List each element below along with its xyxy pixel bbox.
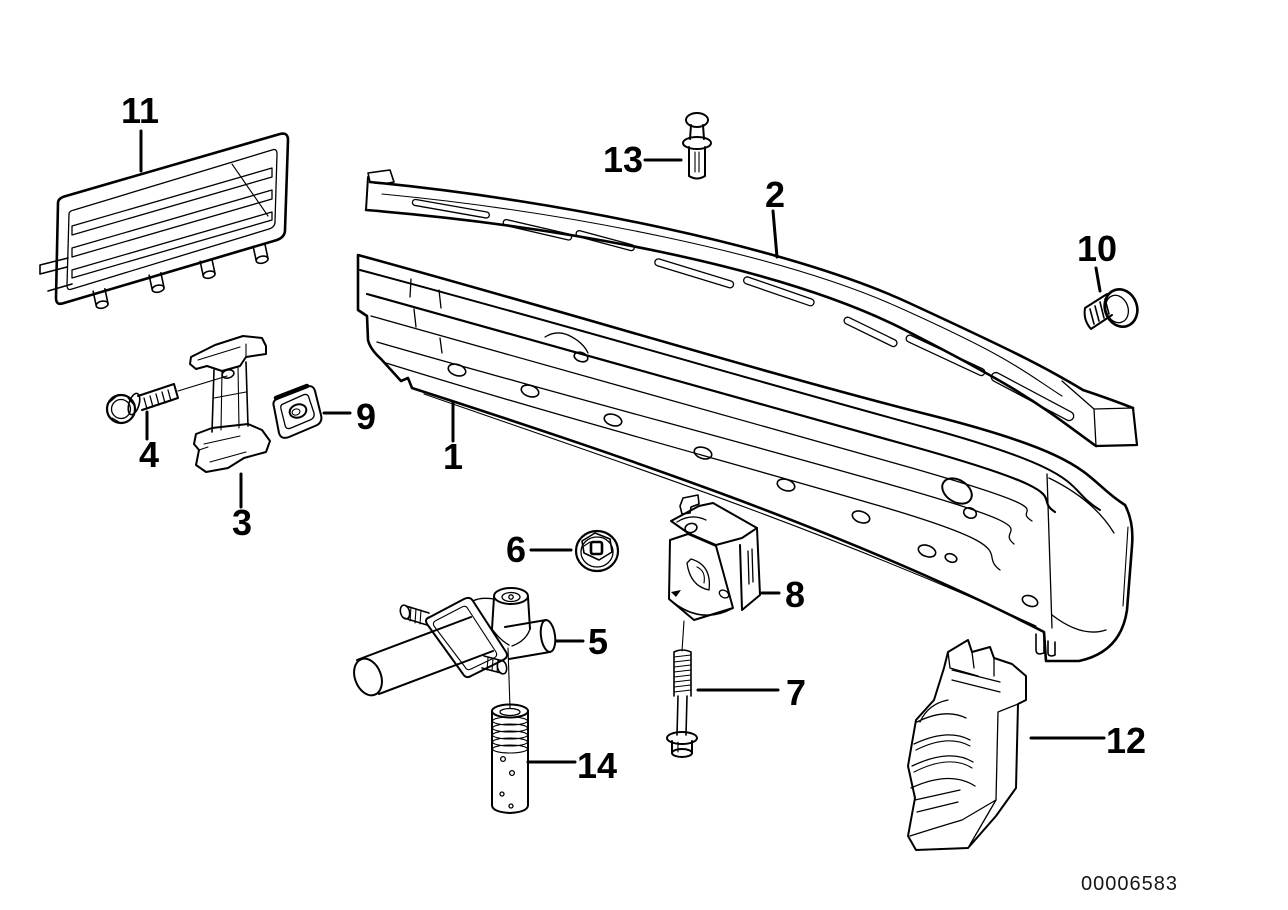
grille-peg: [199, 257, 216, 280]
part-1-bumper-carrier: [356, 253, 1134, 663]
callout-label-13: 13: [603, 139, 643, 180]
callout-label-11: 11: [121, 90, 159, 131]
assembly-line-8-7: [681, 620, 685, 652]
grille-peg: [252, 242, 269, 265]
part-6-flange-nut: [574, 529, 620, 573]
callout-label-3: 3: [232, 502, 252, 543]
carrier-end-cap: [1035, 473, 1129, 657]
callout-label-4: 4: [139, 434, 159, 475]
callout-label-1: 1: [443, 436, 463, 477]
part-12-support-bracket: [907, 639, 1027, 851]
callout-label-6: 6: [506, 529, 526, 570]
part-13-rivet: [682, 112, 712, 180]
grille-peg: [148, 271, 165, 294]
assembly-line-5-14: [507, 647, 511, 709]
strip-slots: [411, 198, 1075, 422]
part-5-shock-absorber: [353, 587, 557, 697]
callout-label-14: 14: [577, 745, 617, 786]
callout-leader-lines: [139, 129, 1106, 764]
part-3-bracket: [189, 335, 271, 473]
part-10-screw: [1083, 288, 1139, 330]
drawing-number: 00006583: [1081, 873, 1178, 895]
callout-label-5: 5: [588, 621, 608, 662]
leader-10: [1094, 266, 1102, 293]
callout-label-7: 7: [786, 672, 806, 713]
part-8-bracket: [668, 494, 761, 621]
part-2-impact-strip: [364, 169, 1139, 448]
part-9-clip-nut: [272, 383, 323, 439]
carrier-mount-holes: [447, 363, 1039, 608]
grille-peg: [92, 287, 109, 310]
part-7-bolt: [666, 649, 698, 758]
callout-label-10: 10: [1077, 228, 1117, 269]
part-4-screw: [105, 375, 228, 425]
callout-label-12: 12: [1106, 720, 1146, 761]
callout-labels: 1 2 3 4 5 6 7 8 9 10 11 12 13 14: [121, 90, 1146, 786]
callout-label-8: 8: [785, 574, 805, 615]
part-11-grille: [39, 132, 290, 310]
leader-2: [771, 209, 779, 259]
callout-label-9: 9: [356, 396, 376, 437]
part-14-sleeve: [491, 703, 529, 814]
callout-label-2: 2: [765, 174, 785, 215]
